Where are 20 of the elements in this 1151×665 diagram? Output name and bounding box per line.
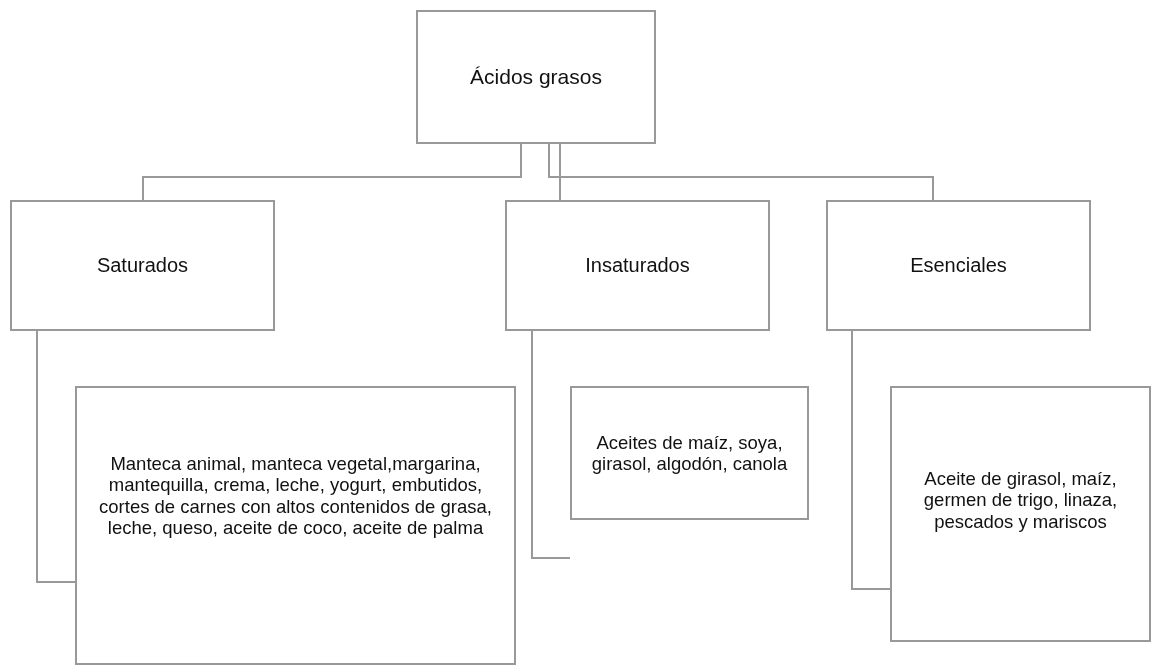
connector-line — [36, 330, 76, 583]
root-box — [416, 10, 656, 144]
category-box — [826, 200, 1091, 331]
box-text: Aceite de girasol, maíz, germen de trigo, linaza, pescados y mariscos — [922, 468, 1119, 532]
connector-line — [548, 143, 934, 201]
connector-line — [851, 330, 891, 590]
box-text: Aceites de maíz, soya, girasol, algodón, canola — [590, 431, 789, 475]
category-box — [890, 386, 1151, 642]
box-text: Esenciales — [909, 254, 1008, 277]
category-box — [75, 386, 516, 665]
box-text: Ácidos grasos — [469, 64, 603, 90]
category-box — [505, 200, 770, 331]
connector-line — [559, 143, 561, 201]
category-box — [570, 386, 809, 520]
connector-line — [531, 330, 571, 559]
box-text: Insaturados — [584, 254, 691, 277]
connector-line — [142, 143, 522, 201]
category-box — [10, 200, 275, 331]
box-text: Manteca animal, manteca vegetal,margarina, mantequilla, crema, leche, yogurt, embutidos, cortes de carnes con altos contenidos de grasa, leche, queso, aceite de coco, aceite de palma — [98, 452, 493, 539]
box-text: Saturados — [95, 254, 190, 277]
